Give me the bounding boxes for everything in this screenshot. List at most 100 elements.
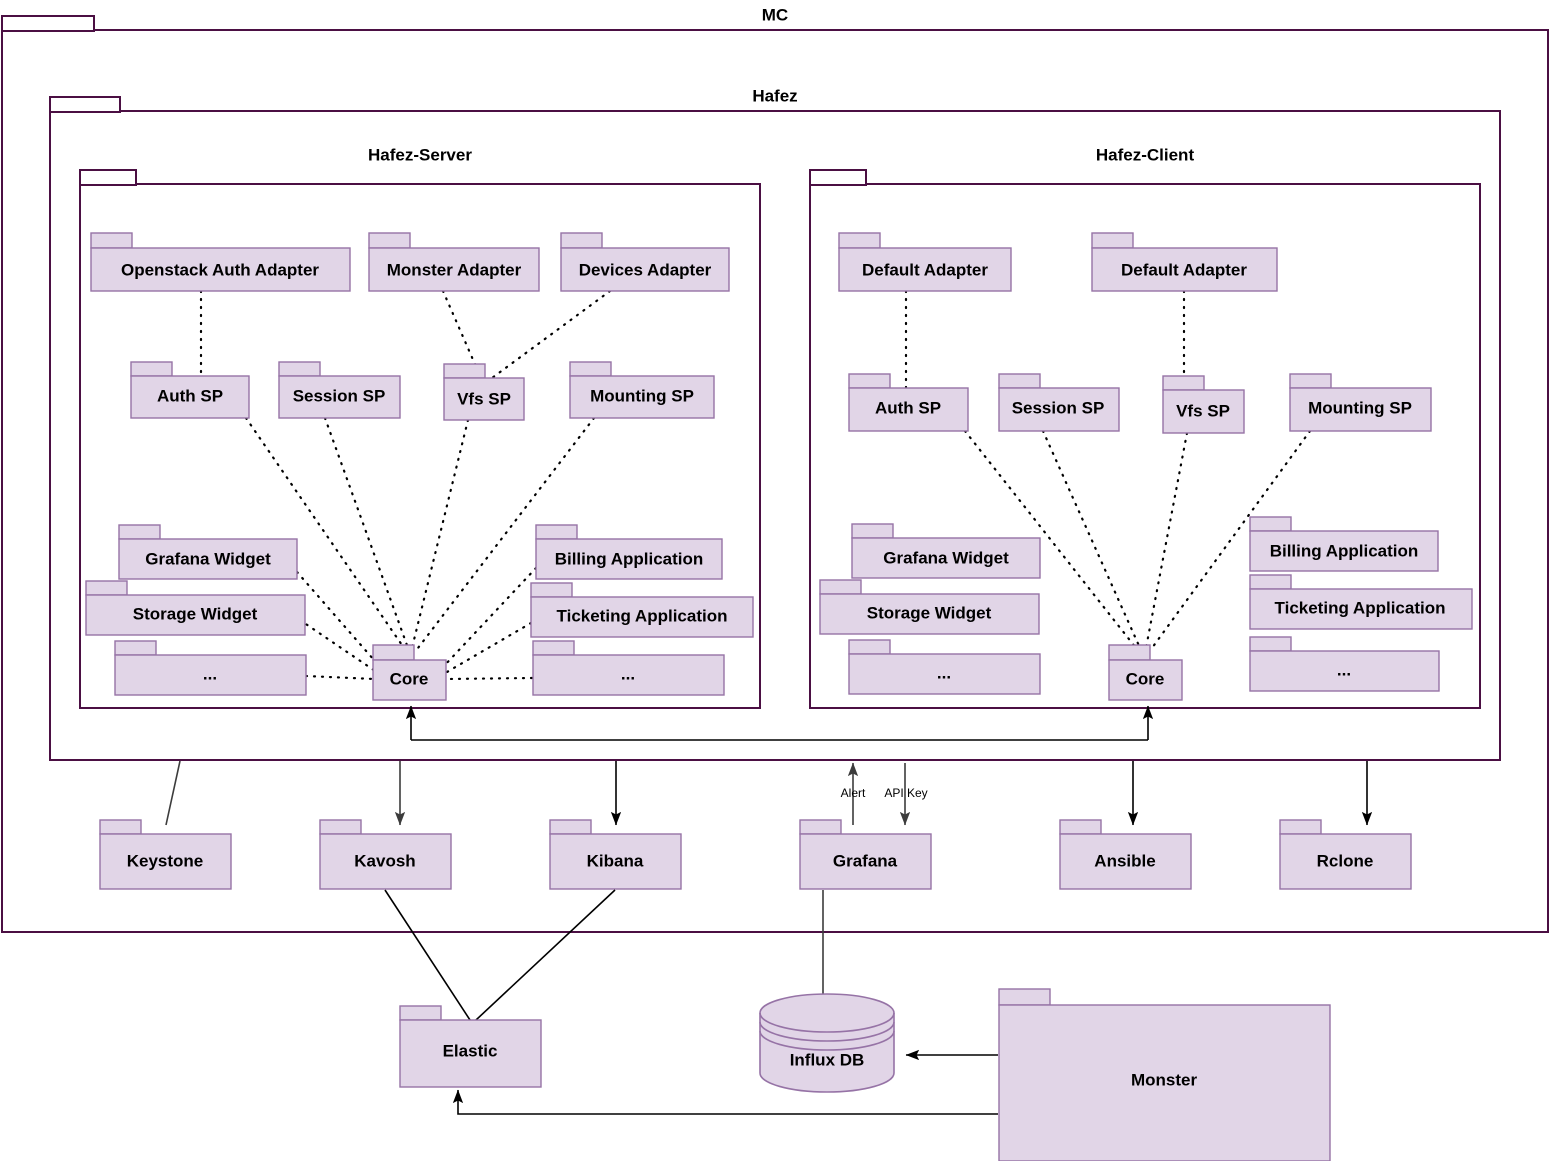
package-server-ticketing-application[interactable]: Ticketing Application <box>530 582 754 638</box>
package-tab <box>1108 644 1151 661</box>
package-tab <box>1279 819 1322 835</box>
container-hafez-server-tab <box>79 169 137 186</box>
package-body <box>319 833 452 890</box>
package-label: Vfs SP <box>457 389 511 408</box>
package-label: Storage Widget <box>133 604 258 623</box>
package-grafana[interactable]: Grafana <box>799 819 932 890</box>
package-tab <box>535 524 578 540</box>
package-body <box>530 596 754 638</box>
package-body <box>848 387 969 432</box>
package-kavosh[interactable]: Kavosh <box>319 819 452 890</box>
package-body <box>114 654 307 696</box>
package-server-grafana-widget[interactable]: Grafana Widget <box>118 524 298 580</box>
database-influx-db[interactable]: Influx DB <box>759 993 895 1093</box>
package-label: Grafana Widget <box>145 549 271 568</box>
package-label: Ticketing Application <box>1275 598 1446 617</box>
package-server-mounting-sp[interactable]: Mounting SP <box>569 361 715 419</box>
package-body <box>535 538 723 580</box>
package-body <box>851 537 1041 579</box>
package-server-billing-application[interactable]: Billing Application <box>535 524 723 580</box>
package-client-ticketing-application[interactable]: Ticketing Application <box>1249 574 1473 630</box>
package-server-vfs-sp[interactable]: Vfs SP <box>443 363 525 421</box>
server-dependency-edges <box>199 289 612 681</box>
package-server-more-widgets[interactable]: ... <box>114 640 307 696</box>
package-client-default-adapter-1[interactable]: Default Adapter <box>838 232 1012 292</box>
package-label: Monster <box>1131 1070 1198 1089</box>
dep-more-widgets-to-core <box>304 674 376 681</box>
hafez-external-edges: Alert API Key <box>165 760 1373 826</box>
package-label: Monster Adapter <box>387 260 522 279</box>
package-body <box>90 247 351 292</box>
package-body <box>1091 247 1278 292</box>
package-tab <box>443 363 486 379</box>
package-ansible[interactable]: Ansible <box>1059 819 1192 890</box>
package-label: Openstack Auth Adapter <box>121 260 319 279</box>
package-body <box>998 1004 1331 1161</box>
package-tab <box>118 524 161 540</box>
package-server-auth-sp[interactable]: Auth SP <box>130 361 250 419</box>
dep-billing-app-to-core <box>442 566 538 668</box>
package-label: Vfs SP <box>1176 401 1230 420</box>
package-client-core[interactable]: Core <box>1108 644 1183 701</box>
package-body <box>569 375 715 419</box>
package-tab <box>278 361 321 377</box>
edge-hafez-to-keystone <box>165 760 181 826</box>
package-label: Kavosh <box>354 851 415 870</box>
dep-ticketing-app-to-core <box>445 621 533 674</box>
package-server-session-sp[interactable]: Session SP <box>278 361 401 419</box>
package-body <box>1289 387 1432 432</box>
package-kibana[interactable]: Kibana <box>549 819 682 890</box>
package-devices-adapter[interactable]: Devices Adapter <box>560 232 730 292</box>
dep-devices-to-vfs-sp <box>490 289 612 380</box>
package-tab <box>1249 636 1292 652</box>
package-rclone[interactable]: Rclone <box>1279 819 1412 890</box>
dep-mounting-sp-to-core <box>416 416 596 650</box>
package-tab <box>1249 516 1292 532</box>
package-tab <box>530 582 573 598</box>
package-client-storage-widget[interactable]: Storage Widget <box>819 579 1040 635</box>
container-hafez-tab <box>49 96 121 113</box>
package-tab <box>532 640 575 656</box>
client-dependency-edges <box>904 289 1312 650</box>
package-body <box>560 247 730 292</box>
package-label: Ansible <box>1094 851 1155 870</box>
package-tab <box>851 523 894 539</box>
package-monster[interactable]: Monster <box>998 988 1331 1161</box>
package-label: Auth SP <box>875 398 941 417</box>
package-server-more-applications[interactable]: ... <box>532 640 725 696</box>
package-client-mounting-sp[interactable]: Mounting SP <box>1289 373 1432 432</box>
package-elastic[interactable]: Elastic <box>399 1005 542 1088</box>
package-tab <box>1289 373 1332 389</box>
package-label: Session SP <box>293 386 386 405</box>
cylinder-ring-1 <box>759 1012 895 1033</box>
package-label: ... <box>621 664 635 683</box>
package-tab <box>399 1005 442 1021</box>
package-client-more-applications[interactable]: ... <box>1249 636 1440 692</box>
package-client-default-adapter-2[interactable]: Default Adapter <box>1091 232 1278 292</box>
package-tab <box>549 819 592 835</box>
package-body <box>130 375 250 419</box>
package-client-more-widgets[interactable]: ... <box>848 639 1041 695</box>
container-mc-tab <box>1 15 95 32</box>
package-label: Session SP <box>1012 398 1105 417</box>
package-body <box>799 833 932 890</box>
package-client-grafana-widget[interactable]: Grafana Widget <box>851 523 1041 579</box>
package-label: Kibana <box>587 851 644 870</box>
package-keystone[interactable]: Keystone <box>99 819 232 890</box>
package-monster-adapter[interactable]: Monster Adapter <box>368 232 540 292</box>
package-client-billing-application[interactable]: Billing Application <box>1249 516 1439 572</box>
package-body <box>1249 588 1473 630</box>
package-label: Core <box>1126 669 1165 688</box>
package-client-session-sp[interactable]: Session SP <box>998 373 1120 432</box>
core-to-core-connector <box>405 705 1154 741</box>
package-server-core[interactable]: Core <box>372 644 447 701</box>
package-body <box>1249 530 1439 572</box>
package-label: Auth SP <box>157 386 223 405</box>
package-client-auth-sp[interactable]: Auth SP <box>848 373 969 432</box>
package-client-vfs-sp[interactable]: Vfs SP <box>1162 375 1245 434</box>
package-openstack-auth-adapter[interactable]: Openstack Auth Adapter <box>90 232 351 292</box>
package-server-storage-widget[interactable]: Storage Widget <box>85 580 306 636</box>
package-tab <box>560 232 603 249</box>
package-tab <box>1249 574 1292 590</box>
package-body <box>1108 659 1183 701</box>
